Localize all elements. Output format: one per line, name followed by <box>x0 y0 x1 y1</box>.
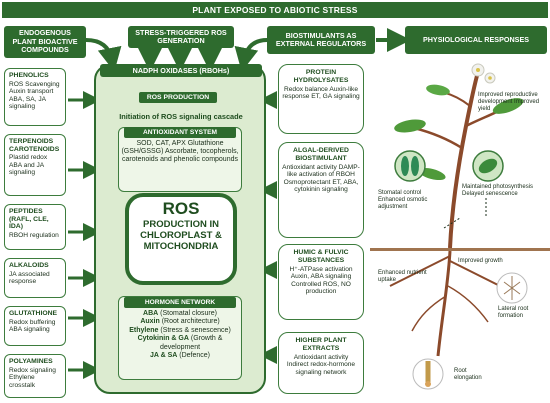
hormone-box <box>118 296 242 380</box>
compound-title: PHENOLICS <box>9 72 49 79</box>
hormone-item: ABA (Stomatal closure) <box>143 310 217 317</box>
compound-desc: Redox buffering ABA signaling <box>9 318 56 334</box>
header-physiological: PHYSIOLOGICAL RESPONSES <box>405 26 547 54</box>
hormone-item: Auxin (Root architecture) <box>140 318 220 326</box>
compound-card-glutathione: GLUTATHIONE Redox buffering ABA signalin… <box>4 306 66 346</box>
ros-heading: ROS <box>162 199 200 218</box>
title-banner: PLANT EXPOSED TO ABIOTIC STRESS <box>2 2 548 18</box>
header-endogenous: ENDOGENOUS PLANT BIOACTIVE COMPOUNDS <box>4 26 86 58</box>
hormone-list: ABA (Stomatal closure) Auxin (Root archi… <box>120 310 240 360</box>
compound-title: TERPENOIDS CAROTENOIDS <box>9 138 60 153</box>
label-root-elongation: Root elongation <box>454 368 482 381</box>
ros-production-label: ROS PRODUCTION <box>139 92 217 103</box>
biostim-card-protein: PROTEIN HYDROLYSATES Redox balance Auxin… <box>278 64 364 134</box>
label-flower: Improved reproductive development Improv… <box>478 92 540 112</box>
label-photosynthesis: Maintained photosynthesis Delayed senesc… <box>462 184 534 197</box>
ros-subheading: PRODUCTION IN CHLOROPLAST & MITOCHONDRIA <box>140 219 222 252</box>
compound-card-polyamines: POLYAMINES Redox signaling Ethylene cros… <box>4 354 66 398</box>
antioxidant-text: SOD, CAT, APX Glutathione (GSH/GSSG) Asc… <box>121 140 239 164</box>
leaf <box>426 84 450 96</box>
label-growth: Improved growth <box>458 258 503 264</box>
compound-title: GLUTATHIONE <box>9 310 58 317</box>
ros-core-box <box>125 193 237 285</box>
compound-desc: JA associated response <box>9 270 50 286</box>
hormone-title: HORMONE NETWORK <box>124 297 236 308</box>
soil-line <box>370 248 550 251</box>
label-lateral-root: Lateral root formation <box>498 306 529 319</box>
compound-card-alkaloids: ALKALOIDS JA associated response <box>4 258 66 298</box>
header-stress-ros: STRESS-TRIGGERED ROS GENERATION <box>128 26 234 48</box>
biostim-title: PROTEIN HYDROLYSATES <box>293 69 349 84</box>
biostim-card-algal: ALGAL-DERIVED BIOSTIMULANT Antioxidant a… <box>278 142 364 238</box>
leaf <box>418 167 446 181</box>
compound-desc: Redox signaling Ethylene crosstalk <box>9 366 56 389</box>
compound-desc: ROS Scavenging Auxin transport ABA, SA, … <box>9 80 60 111</box>
hormone-item: JA & SA (Defence) <box>149 352 211 360</box>
compound-title: POLYAMINES <box>9 358 53 365</box>
compound-card-phenolics: PHENOLICS ROS Scavenging Auxin transport… <box>4 68 66 126</box>
compound-card-terpenoids: TERPENOIDS CAROTENOIDS Plastid redox ABA… <box>4 134 66 196</box>
label-nutrient: Enhanced nutrient uptake <box>378 270 427 283</box>
compound-card-peptides: PEPTIDES (RAFL, CLE, IDA) RBOH regulatio… <box>4 204 66 250</box>
compound-desc: RBOH regulation <box>9 231 59 239</box>
initiation-text: Initiation of ROS signaling cascade <box>119 112 243 121</box>
hormone-item: Cytokinin & GA (Growth & development <box>137 335 223 351</box>
rboh-title: NADPH OXIDASES (RBOHs) <box>100 64 262 77</box>
compound-title: ALKALOIDS <box>9 262 49 269</box>
biostim-card-plant-extracts: HIGHER PLANT EXTRACTS Antioxidant activi… <box>278 332 364 394</box>
compound-title: PEPTIDES (RAFL, CLE, IDA) <box>9 208 49 231</box>
biostim-title: HIGHER PLANT EXTRACTS <box>295 337 347 352</box>
biostim-desc: H⁺-ATPase activation Auxin, ABA signalin… <box>289 265 353 296</box>
header-biostimulants: BIOSTIMULANTS AS EXTERNAL REGULATORS <box>267 26 375 54</box>
biostim-card-humic: HUMIC & FULVIC SUBSTANCES H⁺-ATPase acti… <box>278 244 364 320</box>
hormone-item: Ethylene (Stress & senescence) <box>129 326 231 334</box>
biostim-desc: Redox balance Auxin-like response ET, GA… <box>282 85 360 101</box>
compound-desc: Plastid redox ABA and JA signaling <box>9 154 48 177</box>
stomata-inset <box>394 150 426 182</box>
leaf <box>492 98 524 114</box>
label-stomata: Stomatal control Enhanced osmotic adjust… <box>378 190 428 210</box>
biostim-desc: Antioxidant activity DAMP-like activatio… <box>282 163 360 194</box>
plant-illustration <box>370 63 550 390</box>
biostim-desc: Antioxidant activity Indirect redox-horm… <box>286 353 356 376</box>
stem <box>448 71 480 249</box>
root <box>436 250 452 357</box>
antioxidant-title: ANTIOXIDANT SYSTEM <box>124 127 236 138</box>
biostim-title: ALGAL-DERIVED BIOSTIMULANT <box>293 147 349 162</box>
leaf <box>394 119 426 133</box>
biostim-title: HUMIC & FULVIC SUBSTANCES <box>293 249 349 264</box>
